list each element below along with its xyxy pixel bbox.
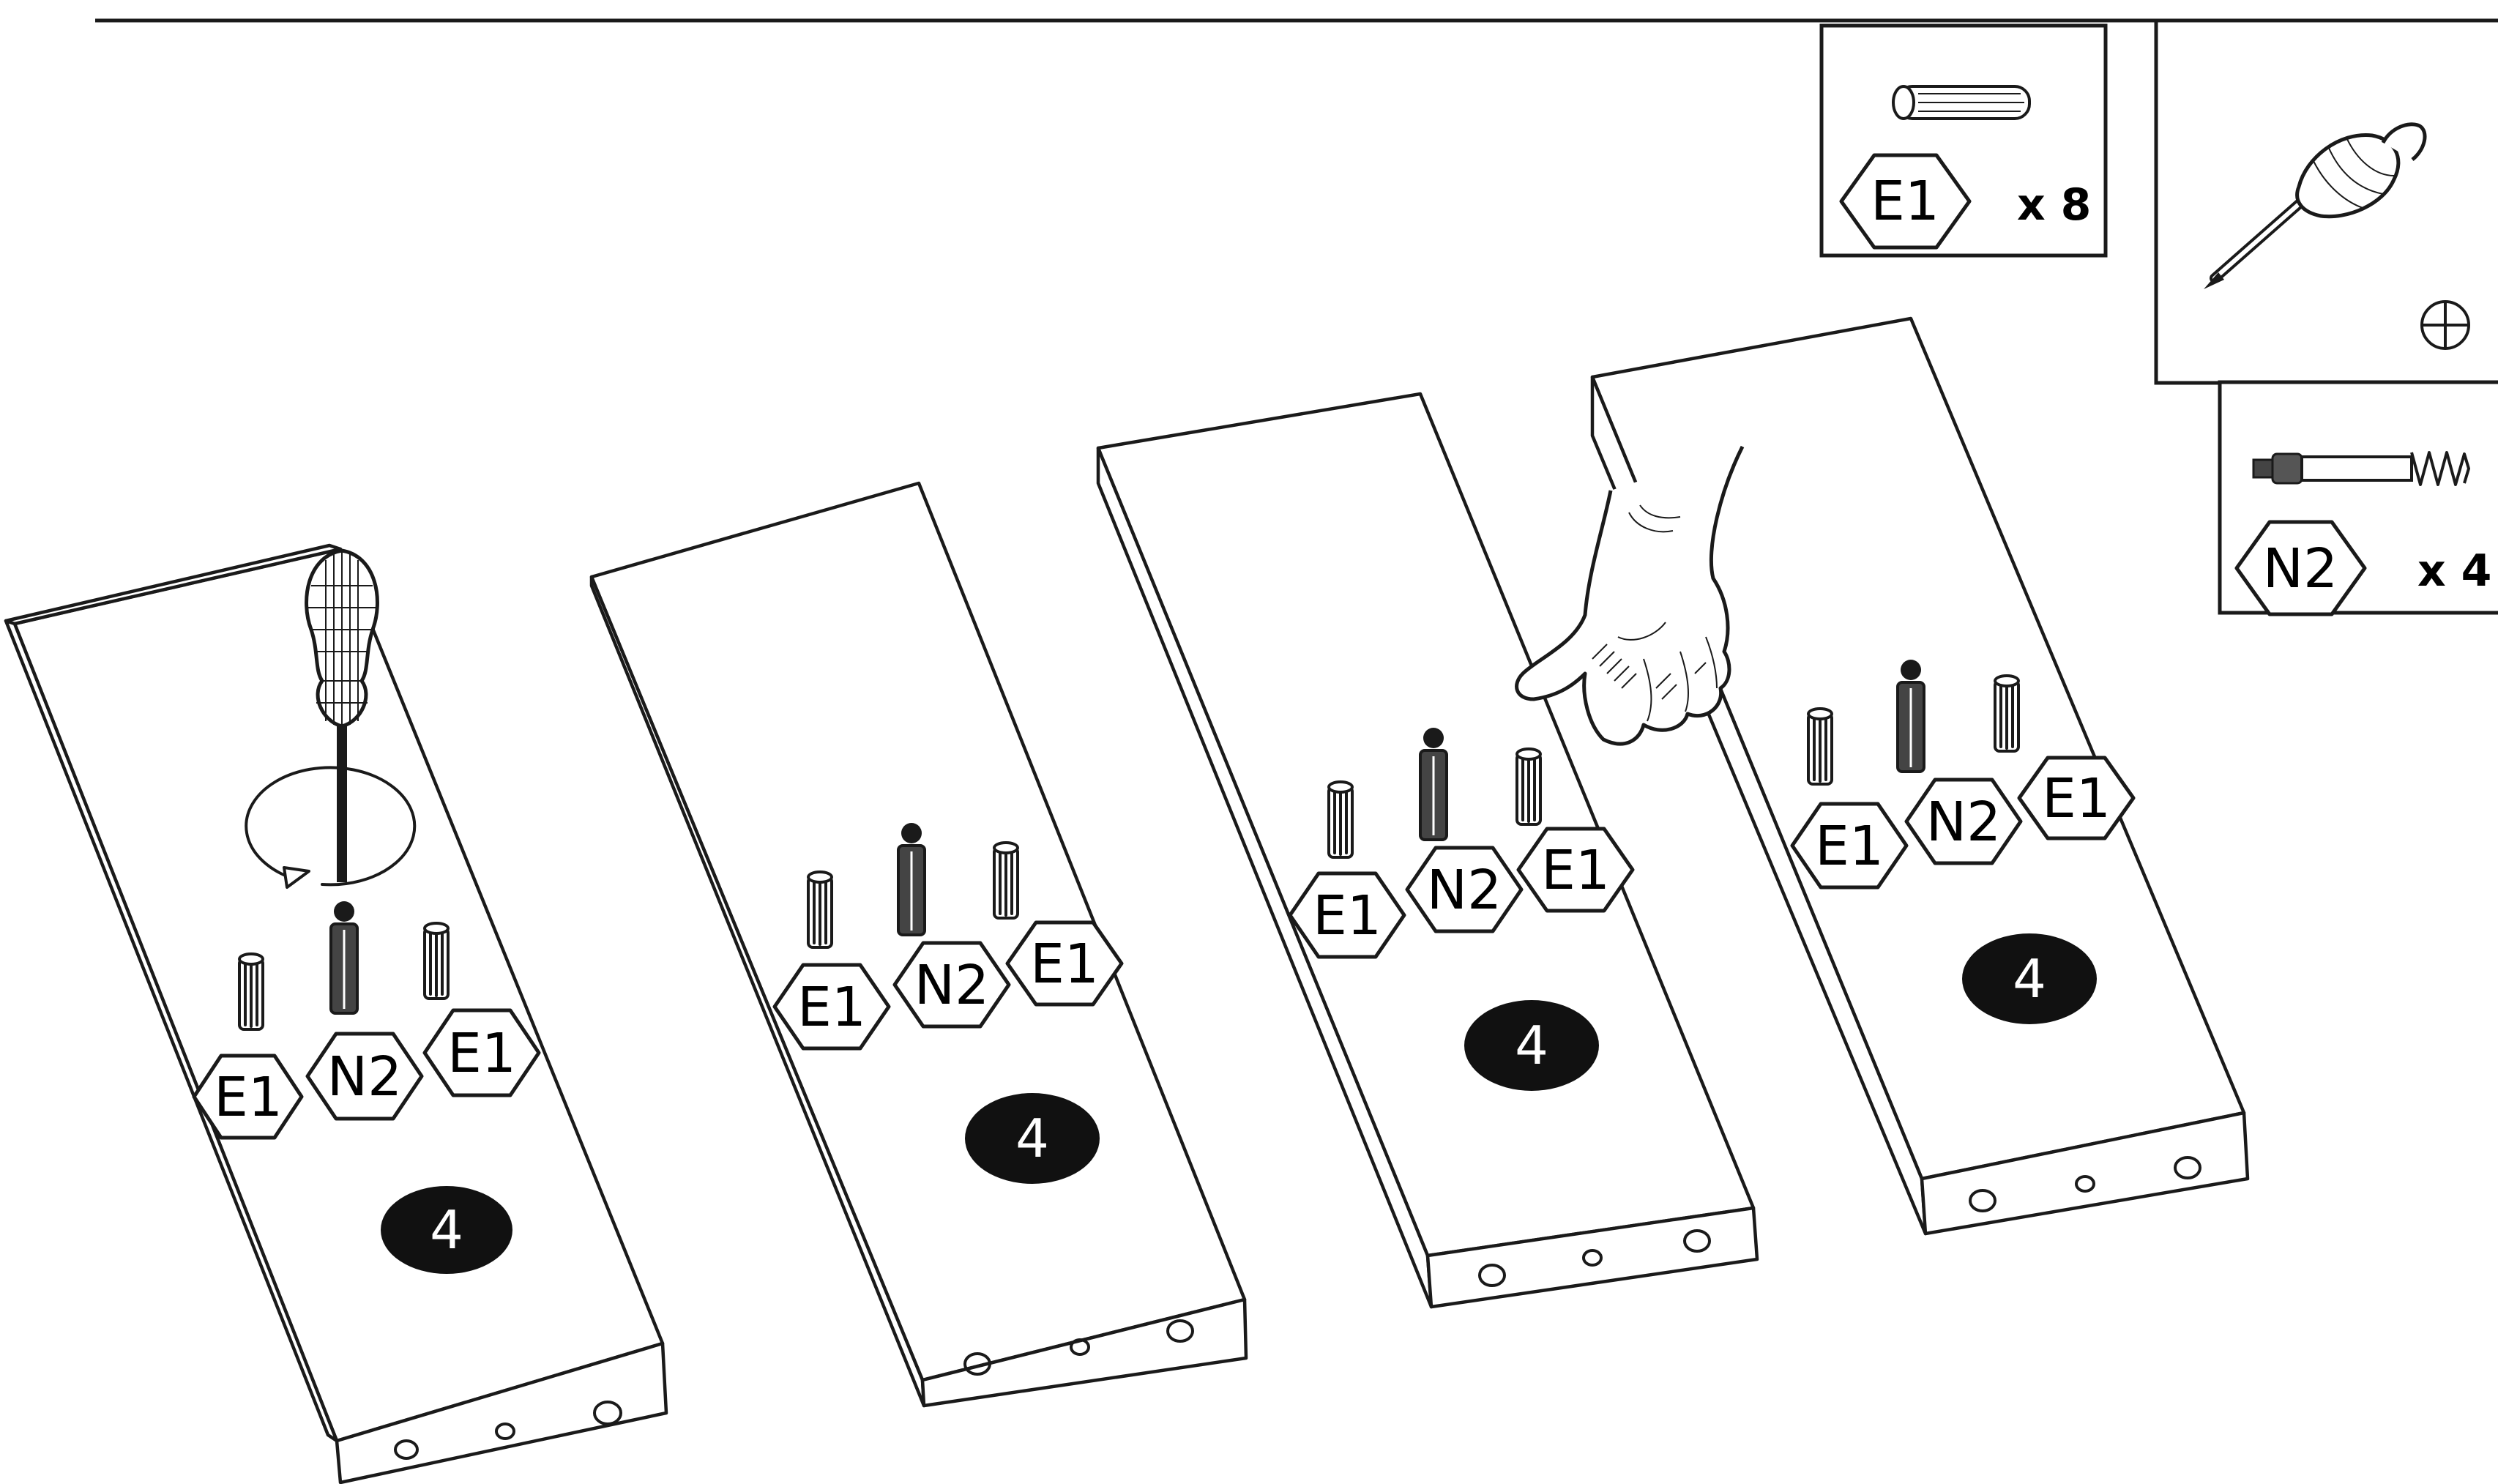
svg-text:N2: N2	[1427, 859, 1502, 922]
cam-bolt-pin	[1896, 660, 1925, 773]
svg-text:N2: N2	[914, 954, 989, 1017]
svg-text:E1: E1	[1313, 884, 1382, 947]
part-label-e1: E1	[772, 963, 891, 1051]
cam-bolt-pin	[897, 823, 926, 936]
svg-text:4: 4	[1015, 1108, 1049, 1169]
cam-bolt-icon	[2252, 451, 2470, 486]
dowel-icon	[1892, 85, 2031, 120]
svg-text:E1: E1	[1541, 839, 1610, 902]
tool-box	[2154, 18, 2498, 385]
part-label-e1: E1	[1288, 871, 1406, 959]
dowel-quantity: x 8	[2017, 179, 2091, 231]
phillips-screwdriver-icon	[2204, 122, 2427, 289]
step-badge: 4	[965, 1093, 1100, 1184]
svg-text:N2: N2	[2263, 537, 2338, 600]
svg-text:E1: E1	[797, 976, 866, 1039]
part-label-n2: N2	[305, 1032, 424, 1121]
part-label-e1: E1	[1005, 920, 1124, 1007]
hand-icon	[1515, 445, 1745, 746]
step-badge: 4	[1962, 933, 2097, 1024]
svg-text:4: 4	[430, 1199, 463, 1261]
part-label-n2: N2	[892, 941, 1011, 1029]
dowel-pin	[807, 870, 833, 949]
panel-3-fittings: E1 N2 E1 4	[1288, 728, 1635, 1091]
part-label-n2: N2	[1405, 846, 1524, 933]
part-label-e1: E1	[1790, 802, 1909, 890]
cam-bolt-pin	[329, 901, 359, 1015]
svg-text:E1: E1	[1030, 933, 1099, 996]
panel-2	[589, 481, 1248, 1408]
screwdriver-icon	[245, 548, 417, 889]
panel-4-fittings: E1 N2 E1 4	[1790, 660, 2136, 1024]
part-label-e1: E1	[422, 1008, 541, 1097]
svg-text:4: 4	[1515, 1015, 1548, 1076]
parts-legend: E1 x 8	[1819, 18, 2498, 616]
part-label-e1: E1	[1516, 827, 1635, 913]
part-label-n2: N2	[1904, 778, 2023, 865]
dowel-pin	[1994, 674, 2020, 753]
part-box-n2: N2 x 4	[2218, 380, 2498, 616]
step-badge: 4	[381, 1186, 512, 1274]
part-label-e1: E1	[192, 1054, 304, 1140]
dowel-pin	[423, 922, 450, 1000]
svg-text:E1: E1	[214, 1066, 283, 1129]
svg-text:E1: E1	[1871, 170, 1939, 233]
part-label-n2: N2	[2234, 520, 2367, 616]
dowel-pin	[993, 841, 1019, 920]
dowel-pin	[238, 952, 264, 1031]
svg-text:N2: N2	[1926, 791, 2001, 854]
svg-text:E1: E1	[447, 1022, 516, 1085]
svg-text:4: 4	[2013, 948, 2046, 1010]
svg-text:E1: E1	[1815, 815, 1884, 878]
part-box-e1: E1 x 8	[1819, 23, 2108, 258]
dowel-pin	[1807, 707, 1833, 786]
svg-text:E1: E1	[2042, 767, 2111, 830]
part-label-e1: E1	[1839, 153, 1972, 250]
dowel-pin	[1327, 780, 1354, 859]
part-label-e1: E1	[2017, 756, 2136, 840]
panel-1-fittings: E1 N2 E1 4	[192, 901, 541, 1274]
svg-text:N2: N2	[327, 1045, 402, 1108]
panel-2-fittings: E1 N2 E1 4	[772, 823, 1124, 1184]
cam-bolt-quantity: x 4	[2417, 545, 2491, 597]
dowel-pin	[1515, 747, 1542, 826]
cam-bolt-pin	[1419, 728, 1448, 841]
phillips-symbol-icon	[2420, 300, 2470, 350]
step-badge: 4	[1464, 1000, 1599, 1091]
